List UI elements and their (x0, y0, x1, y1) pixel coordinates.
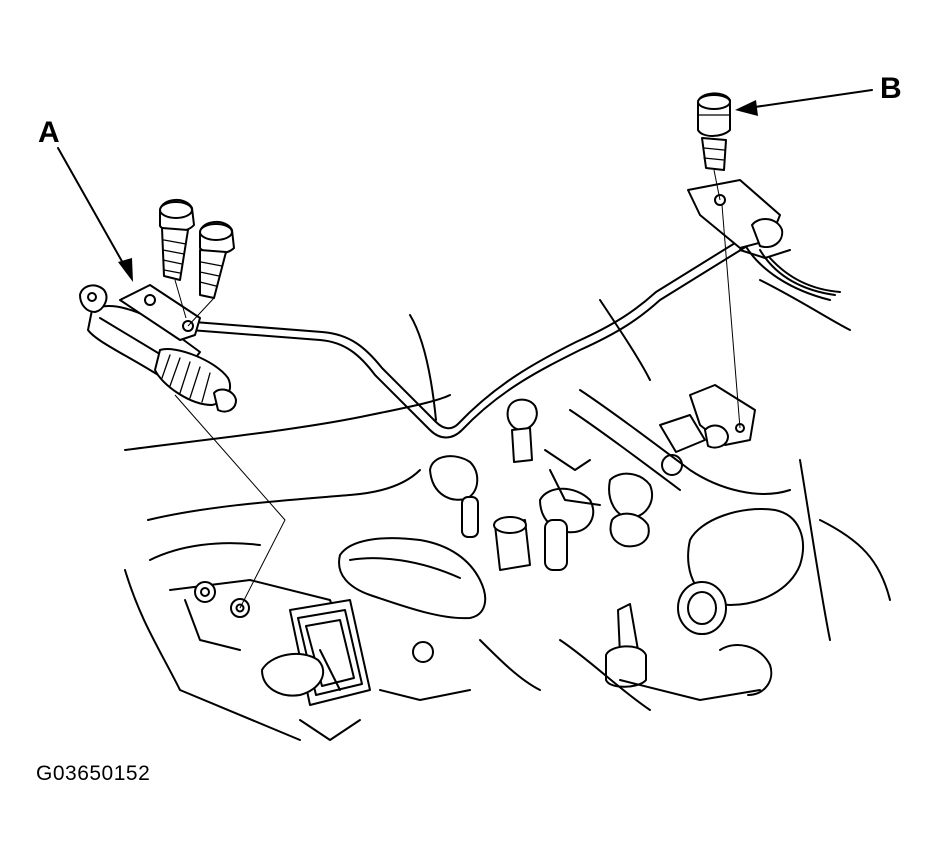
figure-id: G03650152 (36, 762, 151, 785)
callout-arrow-a (57, 147, 133, 282)
callout-label-b: B (880, 72, 902, 105)
pipe-bracket (687, 179, 791, 449)
engine-background (124, 244, 891, 741)
callout-arrow-b (735, 89, 873, 116)
mounting-bolts (159, 199, 235, 299)
flange-bolt (697, 92, 731, 171)
leader-lines (174, 169, 741, 609)
callout-label-a: A (38, 116, 60, 149)
slave-cylinder (79, 284, 237, 413)
clutch-line-pipe (189, 229, 761, 439)
